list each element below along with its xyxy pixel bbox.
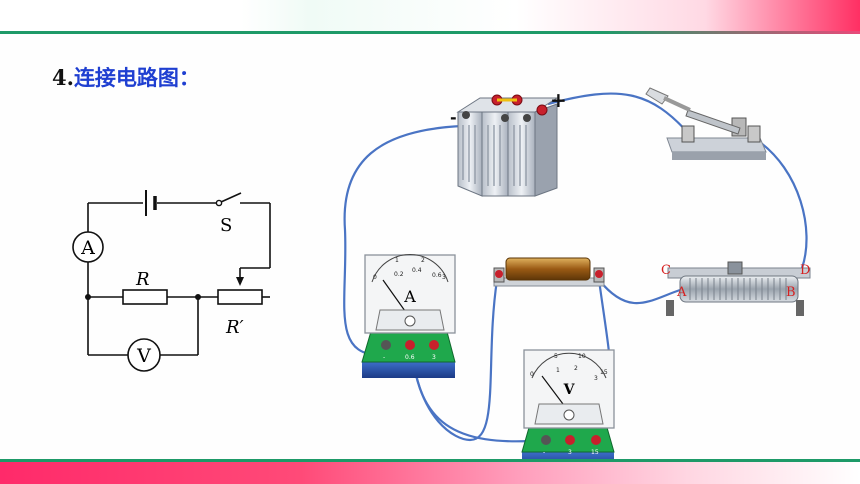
ammeter-scale-2: 2 <box>421 257 425 264</box>
resistor-r <box>122 289 168 305</box>
ammeter-scale-0-4: 0.4 <box>412 267 422 274</box>
junction-dot <box>195 294 201 300</box>
ammeter-scale-0-2: 0.2 <box>394 271 404 278</box>
voltmeter-scale-15: 15 <box>600 369 608 376</box>
voltmeter-scale-2: 2 <box>574 365 578 372</box>
wire-switch-rheostat <box>756 139 808 269</box>
schematic <box>87 202 271 356</box>
voltmeter-scale-0: 0 <box>530 371 534 378</box>
knife-switch[interactable] <box>645 87 767 160</box>
switch-pivot <box>215 199 223 207</box>
ammeter-scale-0-6: 0.6 <box>432 272 442 279</box>
voltmeter-terminal-label-15: 15 <box>591 449 599 456</box>
voltmeter-letter: V <box>563 382 576 398</box>
voltmeter-scale-1: 1 <box>556 367 560 374</box>
voltmeter-scale-3: 3 <box>594 375 598 382</box>
ammeter-terminal-0-6[interactable] <box>405 340 415 350</box>
top-divider <box>0 31 860 34</box>
switch-blade <box>220 192 242 203</box>
top-banner <box>0 0 860 34</box>
ammeter-scale-0: 0 <box>373 274 377 281</box>
resistor-label: R <box>135 269 150 290</box>
rheostat-terminal-d: D <box>800 263 810 278</box>
voltmeter-terminal-minus[interactable] <box>541 435 551 445</box>
rheostat-symbol <box>217 289 263 305</box>
rheostat-terminal-b: B <box>786 285 796 300</box>
ammeter-terminal-label-minus: - <box>383 354 385 361</box>
ammeter-symbol-letter: A <box>80 237 95 259</box>
ammeter-terminal-3[interactable] <box>429 340 439 350</box>
battery-minus-sign: - <box>450 108 457 127</box>
ammeter-terminal-label-0-6: 0.6 <box>405 354 415 361</box>
rheostat-label: R′ <box>225 317 244 338</box>
voltmeter-terminal-label-minus: - <box>543 449 545 456</box>
ammeter-symbol <box>72 231 104 263</box>
rheostat-terminal-a: A <box>676 285 687 300</box>
voltmeter-symbol-letter: V <box>136 345 151 367</box>
ammeter-device: 0 1 2 3 0.2 0.4 0.6 A - 0.6 3 <box>361 253 456 378</box>
junction-dot <box>85 294 91 300</box>
battery-plus-sign: + <box>550 88 567 112</box>
voltmeter-scale-10: 10 <box>578 353 586 360</box>
wire-battery-ammeter <box>343 124 463 357</box>
ammeter-scale-3: 3 <box>442 274 446 281</box>
ammeter-scale-1: 1 <box>395 257 399 264</box>
fixed-resistor <box>493 257 605 287</box>
ammeter-letter: A <box>403 287 416 306</box>
ammeter-terminal-label-3: 3 <box>432 354 436 361</box>
heading-text: 连接电路图： <box>73 66 200 90</box>
wire-battery-switch <box>547 92 691 136</box>
voltmeter-terminal-3[interactable] <box>565 435 575 445</box>
switch-label: S <box>220 215 232 236</box>
battery-pack: - + <box>450 88 567 197</box>
heading-number: 4. <box>52 65 74 90</box>
wire-resistor-rheostat <box>598 279 681 305</box>
rheostat-terminal-c: C <box>661 263 671 278</box>
voltmeter-terminal-label-3: 3 <box>568 449 572 456</box>
ammeter-terminal-minus[interactable] <box>381 340 391 350</box>
voltmeter-terminal-15[interactable] <box>591 435 601 445</box>
voltmeter-scale-5: 5 <box>554 353 558 360</box>
page-title: 4.连接电路图： <box>52 62 200 92</box>
rheostat-arrow <box>236 277 244 286</box>
voltmeter-symbol <box>127 338 161 372</box>
voltmeter-device: 0 5 10 15 1 2 3 V - 3 15 <box>521 349 615 468</box>
bottom-divider <box>0 459 860 462</box>
bottom-banner <box>0 462 860 484</box>
rheostat-device[interactable]: C D A B <box>661 261 811 316</box>
